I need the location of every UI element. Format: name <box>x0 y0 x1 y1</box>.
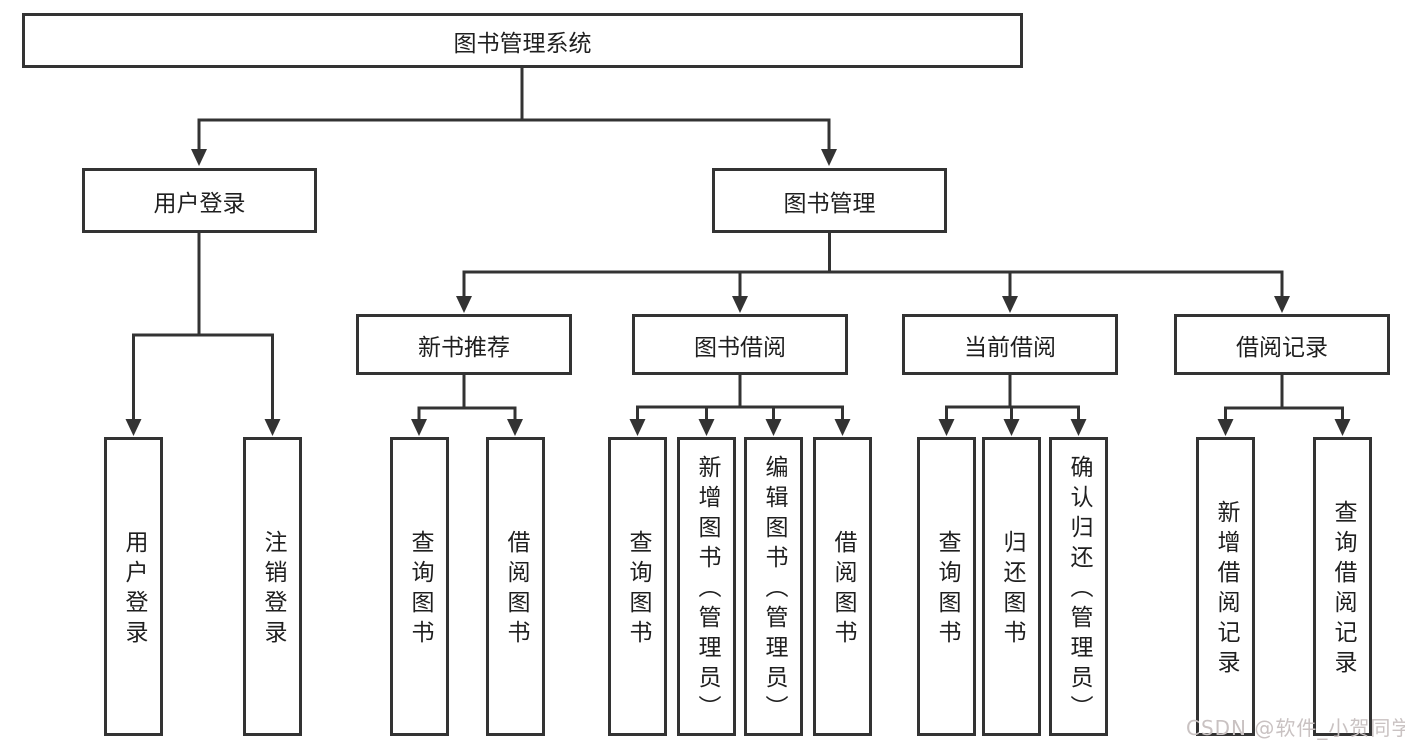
leaf-current-query-books: 查询图书 <box>917 437 976 736</box>
node-new-book-recommend: 新书推荐 <box>356 314 572 375</box>
node-current-borrow: 当前借阅 <box>902 314 1118 375</box>
connector-bookmgmt-to-level3 <box>456 233 1290 313</box>
leaf-records-query-borrow-record: 查询借阅记录 <box>1313 437 1372 736</box>
leaf-borrow-add-books-admin: 新增图书（管理员） <box>677 437 736 736</box>
leaf-logout: 注销登录 <box>243 437 302 736</box>
leaf-user-login: 用户登录 <box>104 437 163 736</box>
leaf-newbook-borrow-books: 借阅图书 <box>486 437 545 736</box>
leaf-borrow-edit-books-admin: 编辑图书（管理员） <box>744 437 803 736</box>
connector-bookborrow-to-leaves <box>629 375 851 436</box>
connector-newbookrec-to-leaves <box>411 375 523 436</box>
leaf-records-add-borrow-record: 新增借阅记录 <box>1196 437 1255 736</box>
node-root: 图书管理系统 <box>22 13 1023 68</box>
leaf-newbook-query-books: 查询图书 <box>390 437 449 736</box>
leaf-current-return-books: 归还图书 <box>982 437 1041 736</box>
connector-currentborrow-to-leaves <box>938 375 1087 436</box>
connector-borrowrecords-to-leaves <box>1217 375 1351 436</box>
node-book-management: 图书管理 <box>712 168 947 233</box>
node-user-login: 用户登录 <box>82 168 317 233</box>
connector-userlogin-to-leaves <box>125 233 281 436</box>
connector-root-to-level2 <box>191 68 837 166</box>
node-borrow-records: 借阅记录 <box>1174 314 1390 375</box>
node-book-borrow: 图书借阅 <box>632 314 848 375</box>
leaf-borrow-query-books: 查询图书 <box>608 437 667 736</box>
leaf-borrow-borrow-books: 借阅图书 <box>813 437 872 736</box>
leaf-current-confirm-return-admin: 确认归还（管理员） <box>1049 437 1108 736</box>
csdn-watermark: CSDN @软件_小贺同学 <box>1186 716 1405 740</box>
